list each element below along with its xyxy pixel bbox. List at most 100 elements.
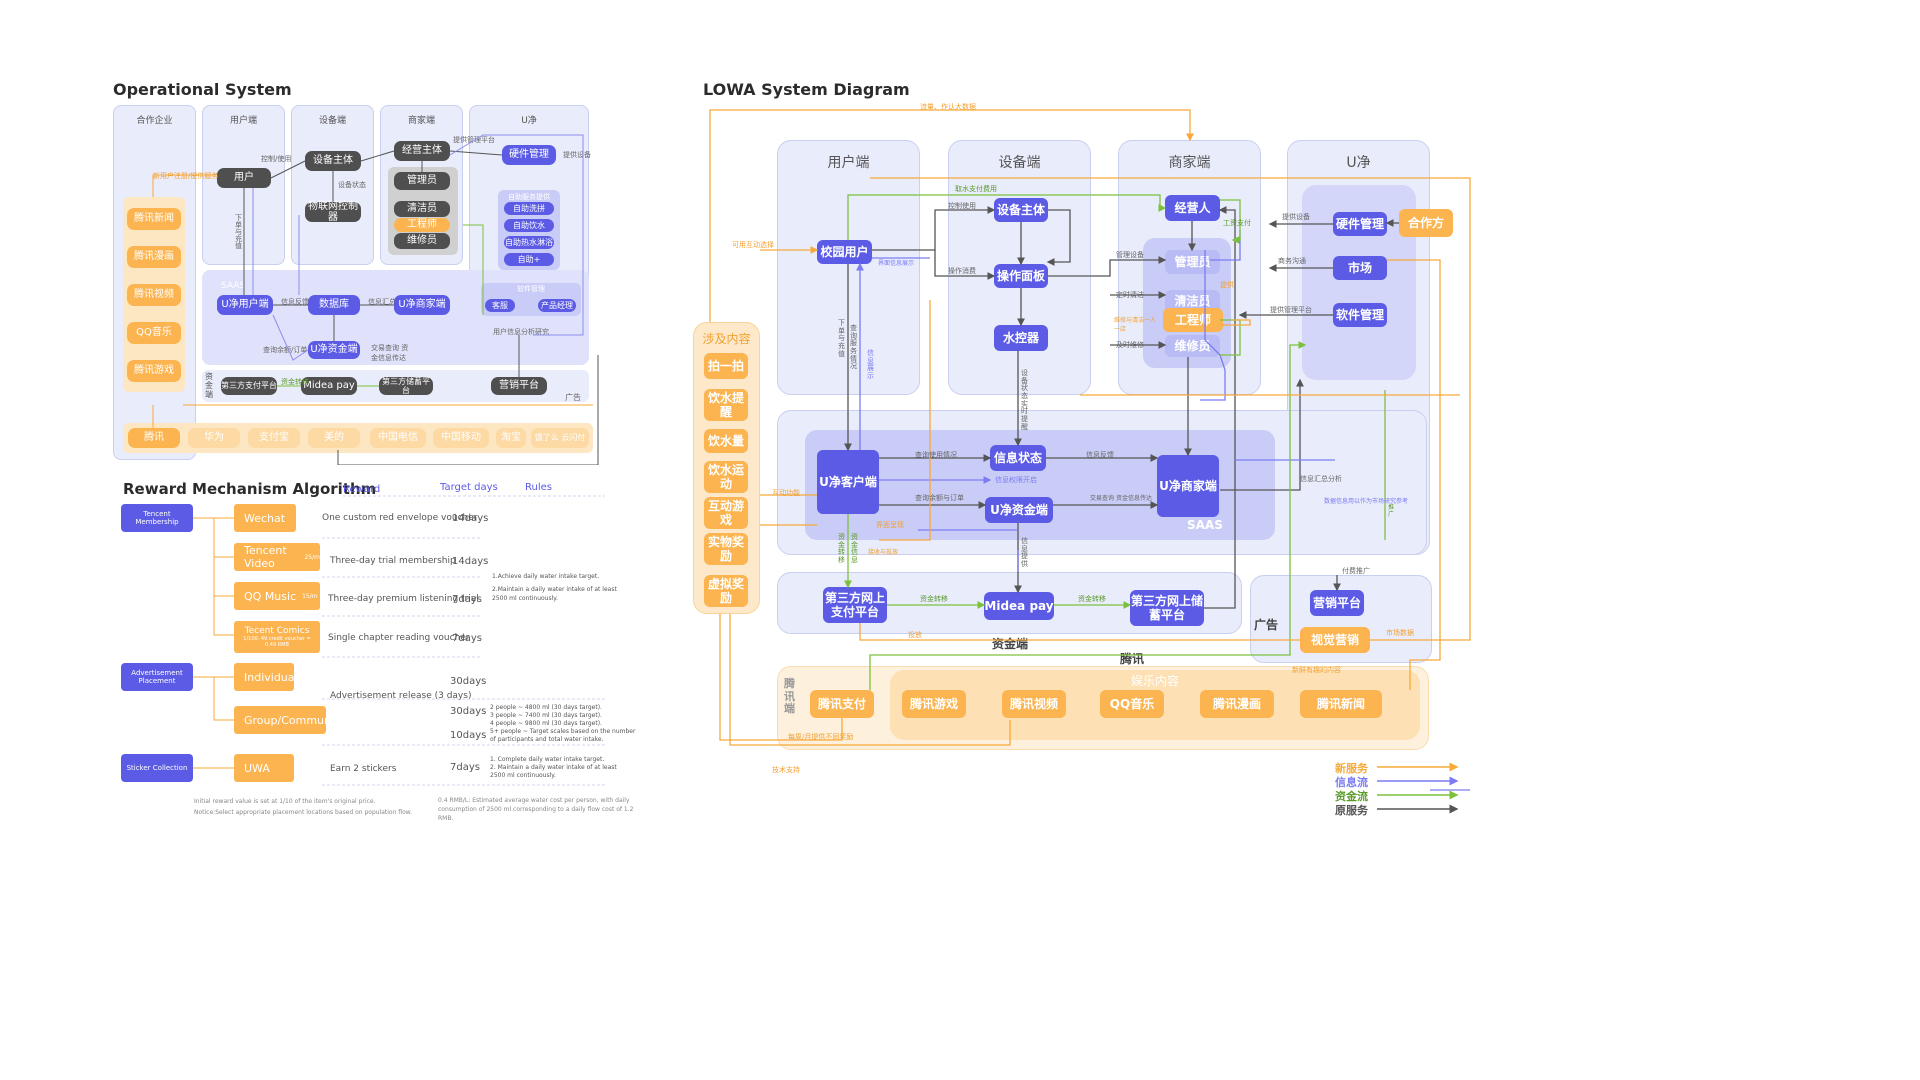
reward-header: Target days [440,482,498,493]
operational-diagram: 合作企业 用户端 设备端 商家端 U净 SAAS 资金端 腾讯新闻 腾讯漫画 腾… [113,105,603,465]
lowa-tgame-node[interactable]: 腾讯游戏 [902,690,966,718]
reward-days: 10days [450,730,487,741]
ops-shower-node[interactable]: 自助热水淋浴 [504,236,554,249]
reward-item[interactable]: Tecent Comics 1/100, 49 credit voucher =… [234,621,320,653]
lowa-qqmusic-node[interactable]: QQ音乐 [1100,690,1164,718]
lowa-market-node[interactable]: 市场 [1333,256,1387,280]
lowa-operator-node[interactable]: 经营人 [1165,195,1220,221]
ops-partner-node[interactable]: 腾讯新闻 [127,208,181,230]
ops-db-node[interactable]: 数据库 [308,295,360,315]
ops-self-plus-node[interactable]: 自助+ [504,253,554,266]
ops-partner-node[interactable]: QQ音乐 [127,322,181,344]
legend-label: 原服务 [1335,804,1368,817]
ops-u-fund-node[interactable]: U净资金端 [308,341,360,359]
lowa-partner-node[interactable]: 合作方 [1399,209,1453,237]
ops-partner-node[interactable]: 腾讯游戏 [127,360,181,382]
rule-line: 2. Maintain a daily water intake of at l… [490,764,617,780]
lowa-tnews-node[interactable]: 腾讯新闻 [1300,690,1382,718]
lowa-tencent-side-label: 腾讯端 [784,677,795,716]
reward-category[interactable]: Tencent Membership [121,504,193,532]
ops-pay3-node[interactable]: 第三方支付平台 [221,377,277,395]
ops-marketing-node[interactable]: 营销平台 [491,377,547,395]
lowa-content-item[interactable]: 饮水量 [704,429,748,453]
lowa-pay3-node[interactable]: 第三方网上支付平台 [823,587,887,623]
lowa-save3-node[interactable]: 第三方网上储蓄平台 [1130,590,1204,626]
ops-bottom-partner[interactable]: 美的 [308,428,360,448]
lowa-midea-node[interactable]: Midea pay [984,592,1054,620]
ops-repairer-node[interactable]: 维修员 [394,233,450,249]
lowa-edge-label: 界面呈现 [876,521,904,529]
ops-partner-node[interactable]: 腾讯视频 [127,284,181,306]
ops-save3-node[interactable]: 第三方储蓄平台 [379,377,433,395]
lowa-content-item[interactable]: 互动游戏 [704,497,748,529]
lowa-edge-label: 每周/月提供不同奖励 [788,733,854,741]
ops-engineer-node[interactable]: 工程师 [394,218,450,232]
reward-item-label: Tecent Comics [244,626,310,636]
ops-bottom-partner[interactable]: 华为 [188,428,240,448]
lowa-device-node[interactable]: 设备主体 [994,198,1048,222]
reward-item[interactable]: UWA [234,754,294,782]
ops-u-client-node[interactable]: U净用户端 [217,295,273,315]
lowa-content-item[interactable]: 饮水运动 [704,461,748,493]
reward-item[interactable]: Individual [234,663,298,691]
ops-bottom-partner[interactable]: 中国移动 [433,428,489,448]
lowa-edge-label: 数据信息用以作为市场研究参考 [1323,498,1408,505]
ops-device-node[interactable]: 设备主体 [305,151,361,171]
ops-hardware-node[interactable]: 硬件管理 [502,145,556,165]
reward-category[interactable]: Advertisement Placement [121,663,193,691]
lowa-content-item[interactable]: 实物奖励 [704,533,748,565]
lowa-tvideo-node[interactable]: 腾讯视频 [1002,690,1066,718]
lowa-panel-node[interactable]: 操作面板 [994,264,1048,288]
lowa-cleaner-node[interactable]: 清洁员 [1165,290,1220,312]
lowa-campus-user-node[interactable]: 校园用户 [817,240,872,264]
ops-operator-node[interactable]: 经营主体 [394,141,450,161]
lowa-valve-node[interactable]: 水控器 [994,325,1048,351]
lowa-visual-node[interactable]: 视觉营销 [1300,627,1370,653]
ops-bottom-partner[interactable]: 中国电信 [370,428,426,448]
ops-bottom-partner[interactable]: 淘宝 [496,428,526,448]
ops-partner-node[interactable]: 腾讯漫画 [127,246,181,268]
ops-cleaner-node[interactable]: 清洁员 [394,201,450,217]
lowa-u-fund-node[interactable]: U净资金端 [985,497,1053,523]
reward-item[interactable]: QQ Music 15/m [234,582,320,610]
reward-item[interactable]: Group/Community [234,706,345,734]
reward-desc: Single chapter reading voucher [328,633,470,643]
ops-u-merchant-node[interactable]: U净商家端 [394,295,450,315]
lowa-edge-label: 及时维修 [1116,341,1144,349]
ops-edge-label: 信息反馈 [281,298,309,306]
lowa-engineer-node[interactable]: 工程师 [1163,308,1223,332]
ops-drink-node[interactable]: 自助饮水 [504,219,554,232]
lowa-u-merchant-node[interactable]: U净商家端 [1157,455,1219,517]
ops-edge-label: 下单与充值 [235,214,242,250]
ops-iot-node[interactable]: 物联网控制器 [305,201,361,223]
lowa-marketing-node[interactable]: 营销平台 [1310,590,1364,616]
ops-user-node[interactable]: 用户 [217,168,271,188]
lowa-edge-label: 维修与清洁一人一店 [1114,317,1157,333]
reward-category[interactable]: Sticker Collection [121,754,193,782]
reward-item[interactable]: Tencent Video 25/m [234,543,320,571]
lowa-manager-node[interactable]: 管理员 [1165,250,1220,274]
lowa-u-client-node[interactable]: U净客户端 [817,450,879,514]
ops-bottom-partner[interactable]: 支付宝 [248,428,300,448]
ops-edge-label: 提供设备 [563,151,591,159]
lowa-info-status-node[interactable]: 信息状态 [990,445,1046,471]
ops-midea-node[interactable]: Midea pay [301,377,357,395]
reward-item[interactable]: Wechat [234,504,296,532]
ops-pm-node[interactable]: 产品经理 [538,299,576,312]
lowa-content-item[interactable]: 饮水提醒 [704,389,748,421]
lowa-content-item[interactable]: 虚拟奖励 [704,575,748,607]
lowa-hardware-node[interactable]: 硬件管理 [1333,212,1387,236]
lowa-tcomic-node[interactable]: 腾讯漫画 [1200,690,1274,718]
ops-bottom-partner[interactable]: 腾讯 [128,428,180,448]
lowa-content-item[interactable]: 拍一拍 [704,353,748,379]
lowa-tpay-node[interactable]: 腾讯支付 [810,690,874,718]
ops-manager-node[interactable]: 管理员 [394,172,450,190]
reward-rules-2: 2 people ~ 4800 ml (30 days target). 3 p… [490,704,640,744]
ops-bottom-partner[interactable]: 饿了么 云闪付 [531,428,589,448]
lowa-col-label: 商家端 [1168,155,1211,171]
rule-line: 2 people ~ 4800 ml (30 days target). [490,704,602,711]
lowa-software-node[interactable]: 软件管理 [1333,303,1387,327]
ops-self-service-label: 自助服务提供 [508,193,550,201]
ops-service-node[interactable]: 客服 [485,299,515,312]
ops-wash-node[interactable]: 自助洗拼 [504,202,554,215]
